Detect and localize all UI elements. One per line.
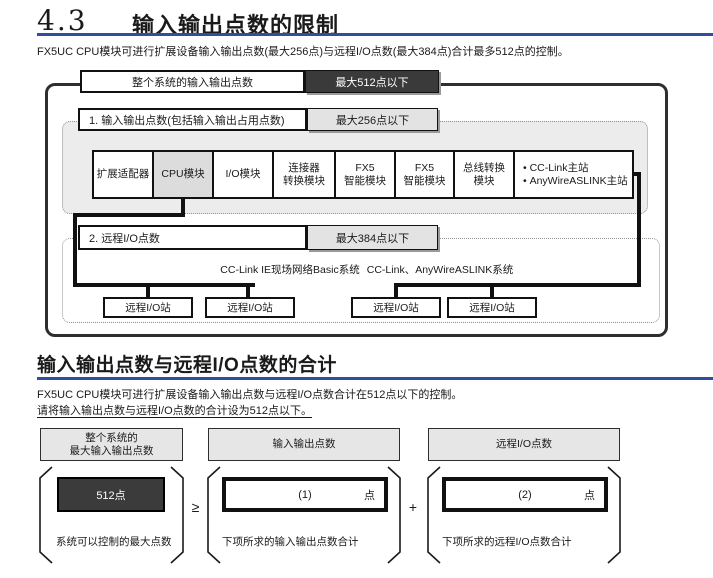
remote-io-entry-unit: 点 <box>584 489 595 502</box>
section-number: 4.3 <box>37 4 88 37</box>
summary-heading: 输入输出点数与远程I/O点数的合计 <box>37 355 337 376</box>
bracket-io-points <box>207 466 401 564</box>
remote-io-station-box: 远程I/O站 <box>447 297 537 318</box>
io-points-label-box: 1. 输入输出点数(包括输入输出占用点数) <box>78 108 307 131</box>
io-points-entry-label: (1) <box>298 488 312 501</box>
connector-left-bus <box>73 283 255 287</box>
caption-system-max: 系统可以控制的最大点数 <box>56 536 172 548</box>
remote-io-station-box: 远程I/O站 <box>205 297 295 318</box>
connector-cpu-left <box>73 213 185 217</box>
remote-io-station-box: 远程I/O站 <box>103 297 193 318</box>
column-header-io-points: 输入输出点数 <box>208 428 400 461</box>
system-max-value-box: 512点 <box>57 477 165 512</box>
bracket-remote-io <box>427 466 621 564</box>
module-cell-cpu: CPU模块 <box>152 150 214 199</box>
connector-stub-right-2 <box>490 283 494 299</box>
system-total-label-box: 整个系统的输入输出点数 <box>80 70 305 93</box>
connector-stub-right-1 <box>394 283 398 299</box>
remote-io-station-box: 远程I/O站 <box>351 297 441 318</box>
module-row: 扩展适配器 CPU模块 I/O模块 连接器 转换模块 FX5 智能模块 FX5 … <box>92 150 634 199</box>
module-cell-bus-conversion: 总线转换 模块 <box>453 150 515 199</box>
connector-stub-left-1 <box>146 283 150 299</box>
column-header-system-max: 整个系统的 最大输入输出点数 <box>40 428 183 461</box>
module-cell-io: I/O模块 <box>212 150 274 199</box>
network-label-cclink-ie-basic: CC-Link IE现场网络Basic系统 <box>220 264 360 276</box>
bracket-system-max <box>39 466 184 564</box>
module-cell-connector-conversion: 连接器 转换模块 <box>272 150 336 199</box>
io-points-entry-box: (1) 点 <box>222 477 388 512</box>
operator-greater-equal: ≥ <box>191 499 200 515</box>
module-cell-expansion-adapter: 扩展适配器 <box>92 150 154 199</box>
module-cell-network-masters: • CC-Link主站 • AnyWireASLINK主站 <box>513 150 634 199</box>
module-cell-fx5-intelligent-2: FX5 智能模块 <box>394 150 455 199</box>
caption-remote-io: 下项所求的远程I/O点数合计 <box>442 536 572 548</box>
remote-io-entry-label: (2) <box>518 488 532 501</box>
connector-masters-right <box>628 172 641 176</box>
module-cell-fx5-intelligent-1: FX5 智能模块 <box>334 150 396 199</box>
summary-paragraph-1: FX5UC CPU模块可进行扩展设备输入输出点数与远程I/O点数合计在512点以… <box>37 389 463 401</box>
io-points-value-box: 最大256点以下 <box>307 108 438 131</box>
title-rule <box>37 33 713 36</box>
intro-paragraph: FX5UC CPU模块可进行扩展设备输入输出点数(最大256点)与远程I/O点数… <box>37 46 569 58</box>
remote-io-value-box: 最大384点以下 <box>307 225 438 250</box>
connector-left-drop <box>73 213 77 287</box>
system-total-value-box: 最大512点以下 <box>305 70 439 93</box>
remote-io-label-box: 2. 远程I/O点数 <box>78 225 307 250</box>
column-header-remote-io: 远程I/O点数 <box>428 428 620 461</box>
connector-stub-left-2 <box>246 283 250 299</box>
remote-io-entry-box: (2) 点 <box>442 477 608 512</box>
caption-io-points: 下项所求的输入输出点数合计 <box>222 536 359 548</box>
operator-plus: + <box>408 499 418 515</box>
connector-cpu-down <box>181 197 185 217</box>
connector-right-drop <box>637 172 641 287</box>
summary-paragraph-2: 请将输入输出点数与远程I/O点数的合计设为512点以下。 <box>37 405 313 417</box>
summary-rule <box>37 377 713 380</box>
connector-right-bus <box>395 283 641 287</box>
io-points-entry-unit: 点 <box>364 489 375 502</box>
network-label-cclink-anywire: CC-Link、AnyWireASLINK系统 <box>366 264 514 276</box>
